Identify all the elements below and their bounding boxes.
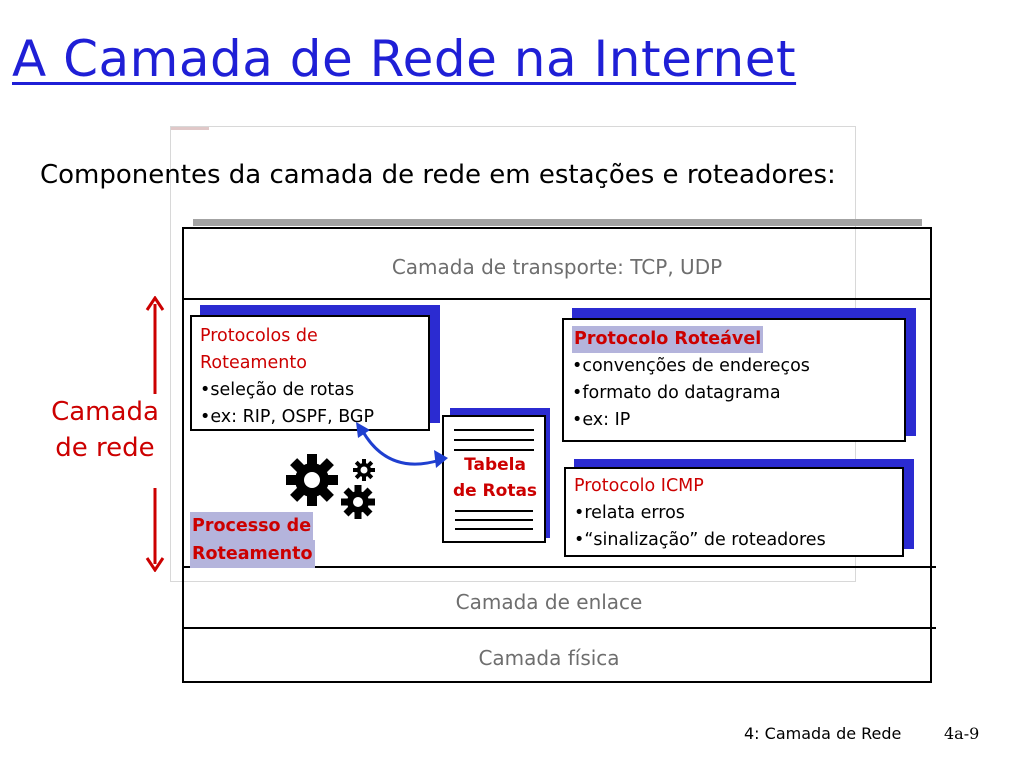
routing-table-label: Tabela de Rotas [444,452,546,504]
routing-table-label-line2: de Rotas [452,481,538,501]
layer-stack: Camada de transporte: TCP, UDP Camada de… [182,227,936,683]
gears-icon [286,454,375,519]
subtitle: Componentes da camada de rede em estaçõe… [40,160,836,190]
routing-table-label-line1: Tabela [464,455,526,475]
stack-top-shadow [193,219,922,226]
routing-process-label-line1: Processo de [190,512,314,540]
routing-table-box [442,415,546,543]
routing-table-lines-bottom [455,510,533,530]
network-divider [182,566,936,568]
routed-protocol-item: •formato do datagrama [572,383,781,403]
transport-layer-label: Camada de transporte: TCP, UDP [391,255,723,279]
routing-protocols-box: Protocolos de Roteamento •seleção de rot… [190,315,430,431]
routed-protocol-heading: Protocolo Roteável [572,326,764,353]
routed-protocol-item: •ex: IP [572,410,631,430]
routing-protocols-item: •seleção de rotas [200,380,355,400]
physical-layer-label: Camada física [478,646,620,670]
page-title: A Camada de Rede na Internet [12,30,797,88]
footer-chapter: 4: Camada de Rede [744,724,902,743]
icmp-item: •“sinalização” de roteadores [574,530,826,550]
routed-protocol-item: •convenções de endereços [572,356,810,376]
icmp-item: •relata erros [574,503,685,523]
curved-arrow-icon [356,422,448,468]
network-layer-label: Camada de rede [40,394,170,466]
routing-protocols-heading-line1: Protocolos de [200,326,318,346]
routing-table-lines-top [454,429,534,451]
network-layer-label-line1: Camada [51,397,159,427]
routing-protocols-item: •ex: RIP, OSPF, BGP [200,407,375,427]
double-arrow-icon [145,296,165,572]
frame-mark [171,127,209,130]
icmp-box: Protocolo ICMP •relata erros •“sinalizaç… [564,467,904,557]
routing-protocols-heading-line2: Roteamento [200,353,307,373]
routing-process-label-line2: Roteamento [190,540,315,568]
link-divider [182,627,936,629]
link-layer-label: Camada de enlace [455,590,643,614]
icmp-heading: Protocolo ICMP [574,476,704,496]
footer-page-number: 4a-9 [944,724,980,743]
transport-divider [182,298,932,300]
routing-process-label: Processo de Roteamento [190,512,315,568]
routed-protocol-box: Protocolo Roteável •convenções de endere… [562,318,906,442]
network-layer-label-line2: de rede [55,433,155,463]
